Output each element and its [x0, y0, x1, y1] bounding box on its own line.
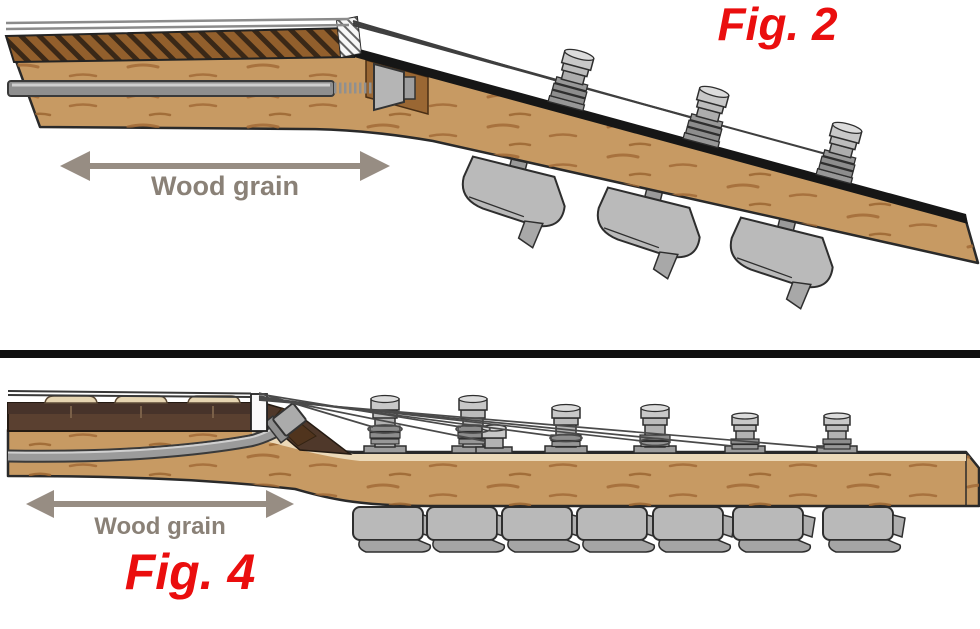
- fig2-strings: [5, 17, 350, 31]
- fig4-headstock-strings: [258, 392, 825, 449]
- fig4-wood-grain-label: Wood grain: [94, 513, 226, 540]
- fig2-truss-rod: [7, 80, 335, 97]
- tuner-post: [682, 82, 734, 149]
- fig2-fretboard: [4, 26, 356, 64]
- fig4-wood-grain-marks: [8, 430, 979, 506]
- tuner-button: [426, 506, 510, 553]
- tuner-button: [652, 506, 736, 553]
- fig4-fretboard: [7, 402, 255, 432]
- fig4-wood-grain-arrow: [26, 490, 294, 518]
- fig2-wood-grain-arrow: [60, 151, 390, 181]
- tuner-post: [547, 45, 599, 112]
- fig2-diagram: [4, 15, 980, 315]
- tuner-post: [724, 412, 766, 454]
- tuner-post: [815, 118, 867, 185]
- fig2-label: Fig. 2: [717, 0, 838, 50]
- tuner-button: [822, 506, 906, 553]
- fig4-label: Fig. 4: [124, 544, 256, 600]
- fig2-wood-grain-label: Wood grain: [151, 171, 299, 201]
- panel-divider: [0, 350, 980, 358]
- fig4-headstock-face: [252, 431, 966, 461]
- tuner-button: [732, 506, 816, 553]
- fig2-headstock-strings: [352, 20, 827, 155]
- tuner-button: [352, 506, 436, 553]
- fig4-tuner-buttons: [352, 506, 906, 553]
- fig4-truss-rod: [7, 420, 291, 461]
- fig2-wood-grain-marks: [16, 54, 978, 263]
- fig2-headstock-veneer: [352, 47, 968, 224]
- fig2-trussrod-nut: [373, 62, 405, 112]
- tuner-post: [816, 412, 858, 454]
- fig4-strings: [7, 390, 252, 398]
- tuner-button: [576, 506, 660, 553]
- tuner-button: [501, 506, 585, 553]
- fig2-trussrod-nut-tip: [403, 76, 416, 100]
- fig4-trussrod-fitting: [263, 402, 307, 444]
- fig4-diagram: [6, 390, 980, 553]
- fig2-nut: [336, 15, 362, 59]
- fig4-truss-rod-highlight: [7, 421, 285, 454]
